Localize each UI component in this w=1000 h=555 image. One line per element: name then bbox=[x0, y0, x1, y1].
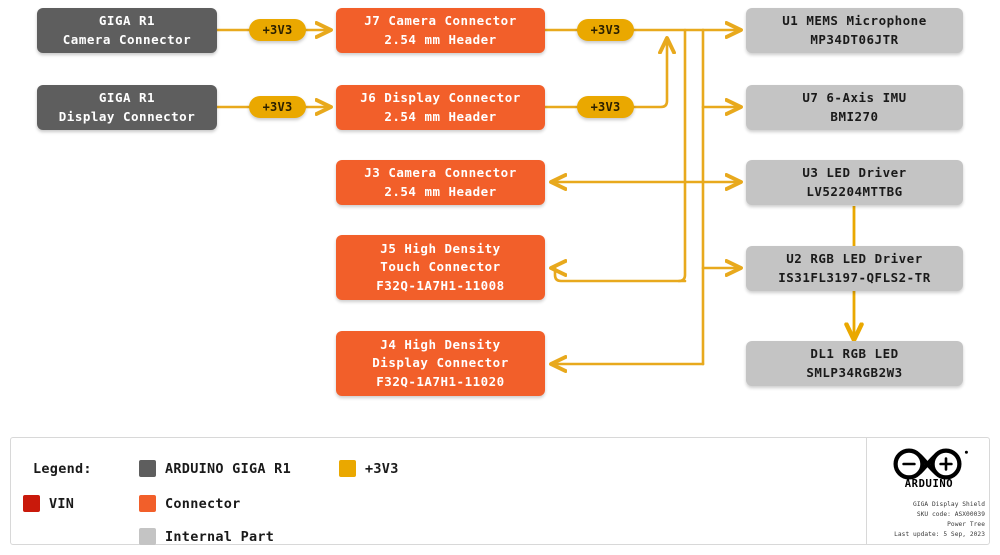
legend-label: +3V3 bbox=[365, 460, 399, 477]
legend-panel: Legend: ARDUINO GIGA R1 +3V3 VIN Connect… bbox=[10, 437, 990, 545]
block-line-2: Touch Connector bbox=[380, 259, 501, 275]
meta-doc-type: Power Tree bbox=[947, 521, 985, 529]
legend-swatch-vin bbox=[23, 495, 40, 512]
rail-label-text: +3V3 bbox=[262, 23, 293, 37]
block-line-2: MP34DT06JTR bbox=[810, 31, 899, 47]
legend-title: Legend: bbox=[33, 461, 92, 477]
block-giga-r1-camera-connector[interactable]: GIGA R1 Camera Connector bbox=[37, 8, 217, 53]
legend-swatch-connector bbox=[139, 495, 156, 512]
meta-sku: SKU code: ASX00039 bbox=[916, 511, 985, 519]
legend-label: ARDUINO GIGA R1 bbox=[165, 460, 291, 477]
rail-label-text: +3V3 bbox=[590, 100, 621, 114]
block-line-1: GIGA R1 bbox=[98, 13, 156, 29]
block-j5-high-density-touch-connector[interactable]: J5 High Density Touch Connector F32Q-1A7… bbox=[336, 235, 545, 300]
legend-swatch-3v3 bbox=[339, 460, 356, 477]
block-line-3: F32Q-1A7H1-11008 bbox=[376, 277, 505, 293]
meta-product: GIGA Display Shield bbox=[913, 501, 985, 508]
block-u3-led-driver[interactable]: U3 LED Driver LV52204MTTBG bbox=[746, 160, 963, 205]
rail-label-3v3-j7-output[interactable]: +3V3 bbox=[577, 19, 634, 41]
block-line-2: Display Connector bbox=[58, 108, 196, 124]
arduino-infinity-icon: ARDUINO bbox=[893, 448, 968, 490]
block-u1-mems-microphone[interactable]: U1 MEMS Microphone MP34DT06JTR bbox=[746, 8, 963, 53]
meta-last-update: Last update: 5 Sep, 2023 bbox=[894, 531, 985, 539]
block-line-2: 2.54 mm Header bbox=[384, 108, 497, 124]
legend-item-3v3: +3V3 bbox=[339, 460, 399, 477]
wire-bus-to-j5 bbox=[551, 268, 687, 283]
legend-label: Connector bbox=[165, 495, 241, 512]
legend-item-internal-part: Internal Part bbox=[139, 528, 274, 545]
block-line-2: BMI270 bbox=[830, 108, 879, 124]
block-line-2: 2.54 mm Header bbox=[384, 31, 497, 47]
block-line-2: SMLP34RGB2W3 bbox=[806, 364, 903, 380]
block-line-2: Display Connector bbox=[372, 355, 509, 371]
rail-label-3v3-j7-input[interactable]: +3V3 bbox=[249, 19, 306, 41]
legend-label: Internal Part bbox=[165, 528, 275, 545]
block-giga-r1-display-connector[interactable]: GIGA R1 Display Connector bbox=[37, 85, 217, 130]
wire-secondary-riser bbox=[677, 28, 687, 283]
rail-label-3v3-j6-input[interactable]: +3V3 bbox=[249, 96, 306, 118]
block-line-2: Camera Connector bbox=[62, 31, 192, 47]
block-line-2: LV52204MTTBG bbox=[806, 183, 903, 199]
legend-item-connector: Connector bbox=[139, 495, 241, 512]
block-line-3: F32Q-1A7H1-11020 bbox=[376, 373, 505, 389]
block-line-1: DL1 RGB LED bbox=[810, 346, 899, 362]
block-line-1: U1 MEMS Microphone bbox=[782, 13, 927, 29]
legend-item-vin: VIN bbox=[23, 495, 74, 512]
brand-metadata: GIGA Display Shield SKU code: ASX00039 P… bbox=[867, 500, 985, 540]
block-j4-high-density-display-connector[interactable]: J4 High Density Display Connector F32Q-1… bbox=[336, 331, 545, 396]
rail-label-3v3-j6-output[interactable]: +3V3 bbox=[577, 96, 634, 118]
brand-block: ARDUINO GIGA Display Shield SKU code: AS… bbox=[867, 438, 991, 546]
legend-swatch-internal-part bbox=[139, 528, 156, 545]
block-line-1: GIGA R1 bbox=[98, 90, 156, 106]
block-dl1-rgb-led[interactable]: DL1 RGB LED SMLP34RGB2W3 bbox=[746, 341, 963, 386]
block-j7-camera-connector[interactable]: J7 Camera Connector 2.54 mm Header bbox=[336, 8, 545, 53]
block-j3-camera-connector[interactable]: J3 Camera Connector 2.54 mm Header bbox=[336, 160, 545, 205]
rail-label-text: +3V3 bbox=[262, 100, 293, 114]
block-line-1: J4 High Density bbox=[380, 337, 501, 353]
legend-divider bbox=[866, 438, 867, 544]
block-line-1: J6 Display Connector bbox=[360, 90, 521, 106]
block-line-1: U3 LED Driver bbox=[802, 165, 907, 181]
block-line-1: U2 RGB LED Driver bbox=[786, 251, 923, 267]
legend-swatch-arduino-giga-r1 bbox=[139, 460, 156, 477]
legend-item-arduino-giga-r1: ARDUINO GIGA R1 bbox=[139, 460, 291, 477]
block-line-1: J5 High Density bbox=[380, 241, 501, 257]
block-u2-rgb-led-driver[interactable]: U2 RGB LED Driver IS31FL3197-QFLS2-TR bbox=[746, 246, 963, 291]
block-j6-display-connector[interactable]: J6 Display Connector 2.54 mm Header bbox=[336, 85, 545, 130]
arduino-logo: ARDUINO bbox=[886, 447, 972, 493]
legend-label: VIN bbox=[49, 495, 75, 512]
arduino-wordmark: ARDUINO bbox=[905, 478, 953, 489]
block-line-1: J7 Camera Connector bbox=[364, 13, 517, 29]
block-line-2: IS31FL3197-QFLS2-TR bbox=[778, 269, 931, 285]
block-line-1: J3 Camera Connector bbox=[364, 165, 517, 181]
block-line-1: U7 6-Axis IMU bbox=[802, 90, 907, 106]
block-line-2: 2.54 mm Header bbox=[384, 183, 497, 199]
wire-j6-riser-to-top-bus bbox=[631, 38, 667, 109]
rail-label-text: +3V3 bbox=[590, 23, 621, 37]
block-u7-6-axis-imu[interactable]: U7 6-Axis IMU BMI270 bbox=[746, 85, 963, 130]
